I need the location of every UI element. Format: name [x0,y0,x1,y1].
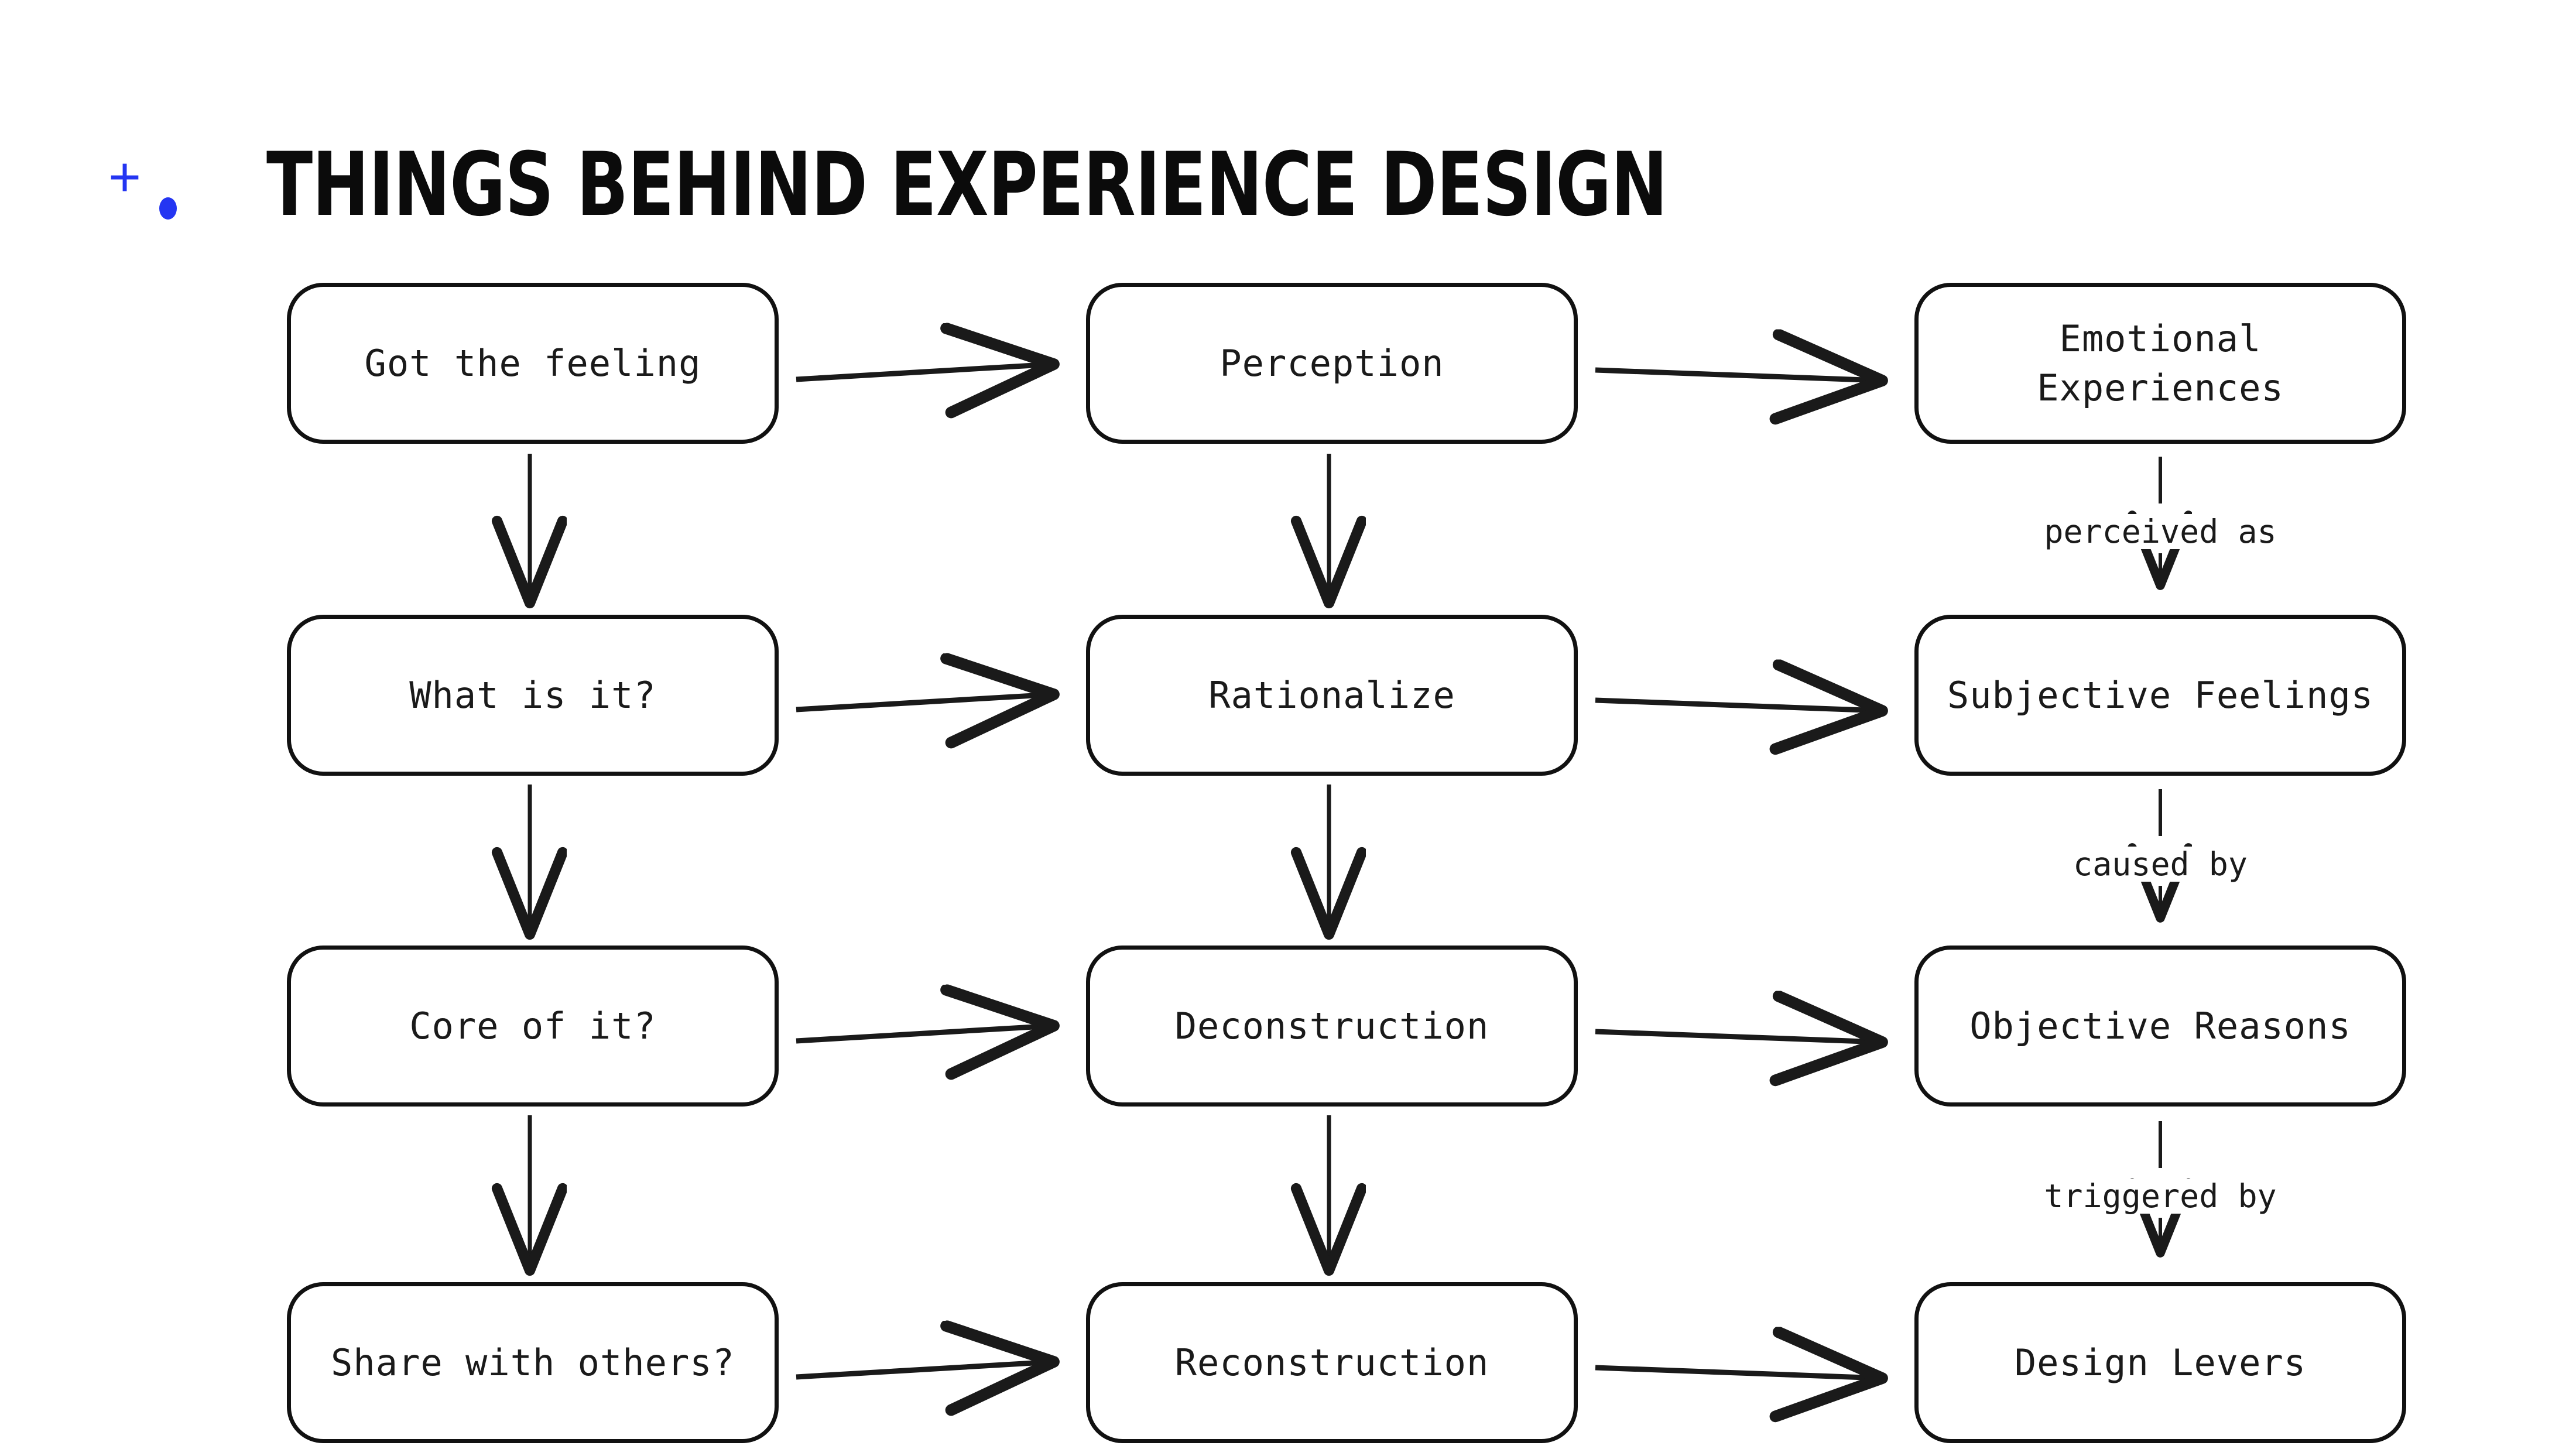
node-got-the-feeling[interactable]: Got the feeling [287,283,779,444]
page-title: THINGS BEHIND EXPERIENCE DESIGN [266,134,1668,236]
arrow-r2c2-to-r2c3 [1595,700,1882,711]
node-subjective-feelings[interactable]: Subjective Feelings [1914,615,2406,776]
arrow-r4c2-to-r4c3 [1595,1368,1882,1378]
node-emotional-experiences[interactable]: Emotional Experiences [1914,283,2406,444]
node-label: Design Levers [2014,1341,2307,1384]
edge-label-caused-by: caused by [2067,847,2254,882]
edge-label-perceived-as: perceived as [2038,514,2283,549]
slide-header: + THINGS BEHIND EXPERIENCE DESIGN [0,0,2576,252]
node-label: Reconstruction [1174,1341,1489,1384]
bullet-icon [159,197,177,220]
node-what-is-it[interactable]: What is it? [287,615,779,776]
arrow-r3c2-to-r3c3 [1595,1032,1882,1042]
arrow-r3c1-to-r3c2 [796,1026,1054,1041]
node-label: Perception [1220,341,1444,385]
node-label: Core of it? [409,1004,656,1047]
node-core-of-it[interactable]: Core of it? [287,946,779,1107]
node-share-with-others[interactable]: Share with others? [287,1282,779,1443]
node-label: Emotional Experiences [2037,317,2284,409]
node-label: Objective Reasons [1969,1004,2351,1047]
edge-label-triggered-by: triggered by [2038,1179,2283,1214]
node-rationalize[interactable]: Rationalize [1086,615,1578,776]
node-label: Share with others? [331,1341,735,1384]
arrow-r1c2-to-r1c3 [1595,370,1882,381]
arrow-r1c1-to-r1c2 [796,364,1054,379]
node-reconstruction[interactable]: Reconstruction [1086,1282,1578,1443]
arrow-r2c1-to-r2c2 [796,694,1054,710]
node-objective-reasons[interactable]: Objective Reasons [1914,946,2406,1107]
node-label: Got the feeling [364,341,701,385]
node-perception[interactable]: Perception [1086,283,1578,444]
plus-icon: + [108,146,142,208]
node-label: What is it? [409,673,656,717]
node-label: Deconstruction [1174,1004,1489,1047]
node-label: Rationalize [1208,673,1455,717]
node-deconstruction[interactable]: Deconstruction [1086,946,1578,1107]
arrow-r4c1-to-r4c2 [796,1362,1054,1377]
node-label: Subjective Feelings [1947,673,2374,717]
node-design-levers[interactable]: Design Levers [1914,1282,2406,1443]
